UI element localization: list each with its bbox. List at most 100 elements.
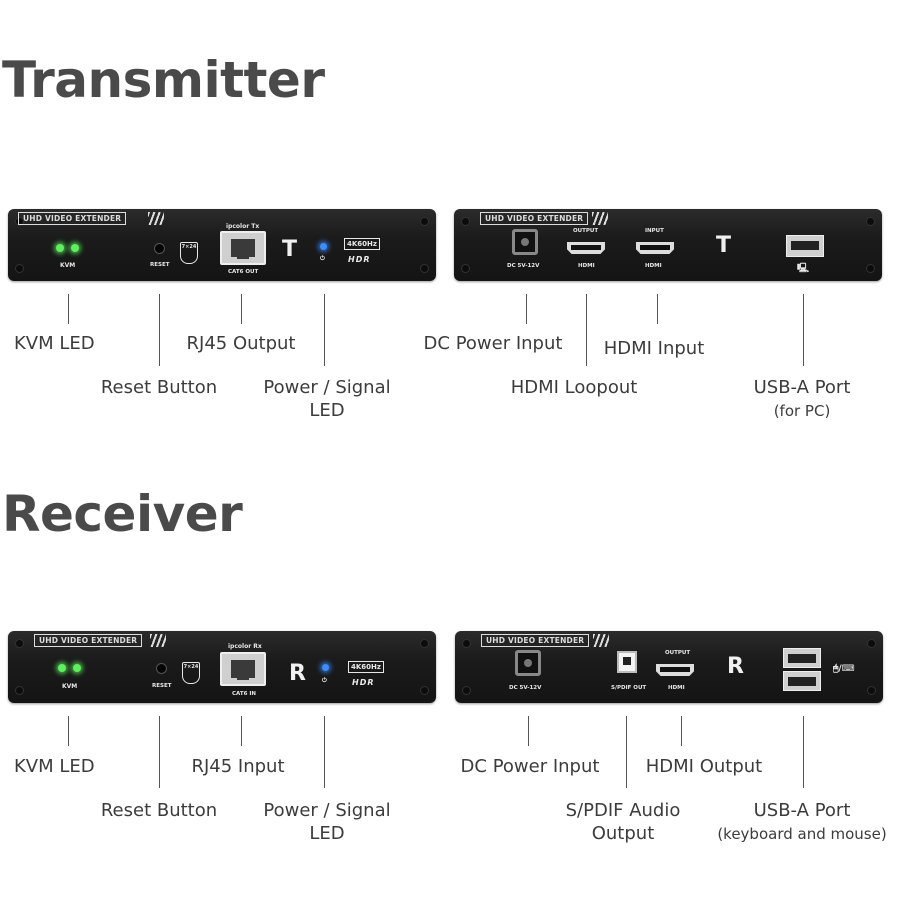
screw (15, 217, 24, 226)
kvm-led-label: KVM LED (14, 333, 95, 354)
spdif-text: S/PDIF OUT (611, 685, 647, 691)
brand-stripes (592, 212, 608, 225)
transmitter-letter: T (716, 233, 732, 258)
leader-line (324, 716, 325, 788)
dc-power-label: DC Power Input (423, 333, 563, 354)
rj45-label: RJ45 Output (186, 333, 296, 354)
screw (461, 217, 470, 226)
hdmi-input-port[interactable] (636, 242, 674, 254)
brand-label: UHD VIDEO EXTENDER (481, 634, 590, 647)
brand-stripes (148, 212, 164, 225)
hdmi-in-label: HDMI (645, 263, 662, 269)
transmitter-letter: T (282, 237, 298, 262)
spdif-port[interactable] (617, 651, 637, 673)
hdmi-input-label: HDMI Input (603, 338, 705, 359)
kvm-text: KVM (62, 683, 78, 690)
power-signal-line1: Power / Signal (263, 377, 391, 398)
pc-icon: 🖳 (797, 264, 810, 274)
kvm-led-label: KVM LED (14, 756, 95, 777)
usb-label: USB-A Port(for PC) (754, 377, 851, 422)
brand-stripes (593, 634, 609, 647)
leader-line (803, 294, 804, 366)
screw (420, 686, 429, 695)
transmitter-front-panel: UHD VIDEO EXTENDER KVM RESET 7×24 ipcolo… (8, 209, 436, 281)
port-text: CAT6 OUT (228, 269, 259, 275)
power-icon: ⏻ (322, 677, 327, 684)
brand-stripes (150, 634, 166, 647)
leader-line (159, 716, 160, 788)
brand-label: UHD VIDEO EXTENDER (480, 212, 589, 225)
rj45-port[interactable] (220, 652, 266, 686)
hdmi-output-port[interactable] (656, 664, 694, 676)
rj45-port[interactable] (220, 231, 266, 265)
hdmi-out-text: OUTPUT (665, 650, 691, 656)
usb-a-port[interactable] (786, 235, 824, 257)
model-text: ipcolor Tx (226, 223, 260, 230)
brand-label: UHD VIDEO EXTENDER (18, 212, 127, 225)
shield-icon: 7×24 (182, 662, 200, 684)
kvm-led (71, 244, 79, 252)
brand-label: UHD VIDEO EXTENDER (34, 634, 143, 647)
model-text: ipcolor Rx (228, 643, 262, 650)
leader-line (241, 716, 242, 746)
shield-icon: 7×24 (180, 242, 198, 264)
usb-a-port[interactable] (783, 648, 821, 668)
power-signal-led (320, 243, 327, 250)
leader-line (68, 716, 69, 746)
kvm-led (73, 664, 81, 672)
leader-line (626, 716, 627, 788)
usb-a-port[interactable] (783, 671, 821, 691)
usb-label: USB-A Port(keyboard and mouse) (717, 800, 886, 845)
leader-line (803, 716, 804, 788)
transmitter-title: Transmitter (2, 51, 325, 109)
hdmi-out-text: OUTPUT (573, 228, 599, 234)
kvm-text: KVM (60, 262, 76, 269)
hdmi-out-label: HDMI (668, 685, 685, 691)
usb-line2: (keyboard and mouse) (717, 824, 887, 843)
screw (867, 639, 876, 648)
usb-line2: (for PC) (773, 401, 831, 420)
screw (15, 639, 24, 648)
resolution-badge: 4K60Hz (344, 238, 380, 250)
leader-line (526, 294, 527, 324)
power-signal-line2: LED (309, 822, 345, 844)
reset-button-label: Reset Button (100, 377, 218, 398)
port-text: CAT6 IN (232, 691, 257, 697)
screw (15, 264, 24, 273)
screw (462, 639, 471, 648)
receiver-title: Receiver (2, 485, 243, 543)
leader-line (528, 716, 529, 746)
dc-power-port[interactable] (515, 650, 541, 676)
power-signal-line1: Power / Signal (263, 800, 391, 821)
receiver-letter: R (727, 654, 744, 679)
screw (866, 264, 875, 273)
dc-power-port[interactable] (512, 229, 538, 255)
shield-text: 7×24 (181, 244, 197, 250)
leader-line (586, 294, 587, 366)
reset-button[interactable] (156, 663, 167, 674)
screw (866, 217, 875, 226)
reset-button[interactable] (154, 243, 165, 254)
keyboard-mouse-icon: 🖱/⌨ (833, 664, 855, 674)
dc-power-label: DC Power Input (460, 756, 600, 777)
power-signal-line2: LED (309, 399, 345, 421)
receiver-front-panel: UHD VIDEO EXTENDER KVM RESET 7×24 ipcolo… (8, 631, 436, 703)
screw (420, 264, 429, 273)
leader-line (68, 294, 69, 324)
kvm-led (56, 244, 64, 252)
screw (867, 686, 876, 695)
leader-line (657, 294, 658, 324)
power-signal-led (322, 664, 329, 671)
power-icon: ⏻ (320, 255, 325, 262)
screw (420, 639, 429, 648)
reset-button-label: Reset Button (100, 800, 218, 821)
screw (461, 264, 470, 273)
hdmi-loopout-label: HDMI Loopout (510, 377, 638, 398)
hdmi-out-label: HDMI (578, 263, 595, 269)
kvm-led (58, 664, 66, 672)
hdmi-loopout-port[interactable] (567, 242, 605, 254)
spdif-line2: Output (591, 822, 655, 844)
